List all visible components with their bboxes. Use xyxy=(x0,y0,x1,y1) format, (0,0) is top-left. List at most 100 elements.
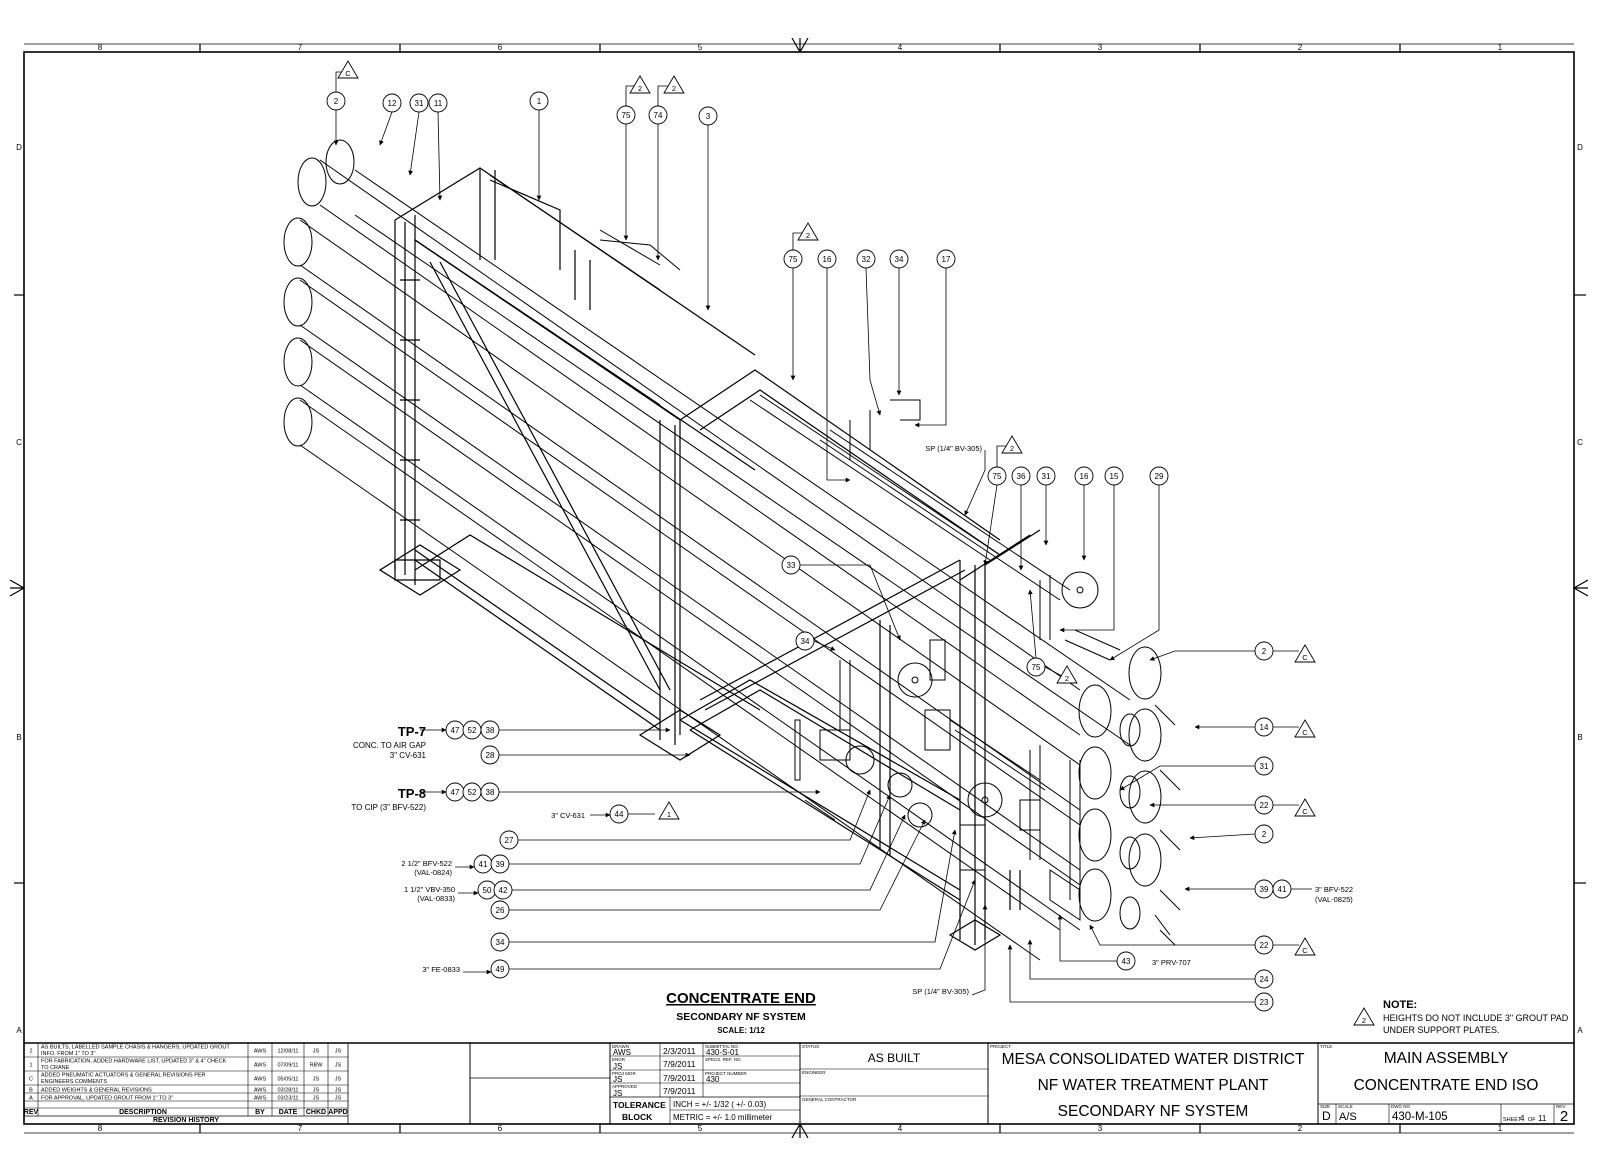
dwg-no: 430-M-105 xyxy=(1392,1111,1448,1123)
zone-col-label: 2 xyxy=(1298,1124,1303,1133)
item-balloon: 75 xyxy=(783,249,803,269)
zone-col-label: 3 xyxy=(1098,1124,1103,1133)
tp8-line1: TO CIP (3" BFV-522) xyxy=(351,803,426,812)
engr-label: ENGR xyxy=(612,1057,626,1062)
item-balloon: 24 xyxy=(1254,969,1274,989)
item-balloon: 26 xyxy=(490,900,510,920)
balloon-number: 31 xyxy=(1042,472,1051,481)
rev-desc-line1: AS BUILTS, LABELLED SAMPLE CHASIS & HANG… xyxy=(41,1045,230,1051)
drawn-by: AWS xyxy=(613,1048,631,1057)
balloon-number: 34 xyxy=(801,637,810,646)
callout-note-text: 3" BFV-522 xyxy=(1315,885,1353,894)
item-balloon: 75 xyxy=(1026,657,1046,677)
item-balloon: 17 xyxy=(936,249,956,269)
sheet-label: SHEET xyxy=(1503,1117,1522,1123)
rev-desc-line1: ADDED PNEUMATIC ACTUATORS & GENERAL REVI… xyxy=(41,1073,206,1079)
balloon-number: 75 xyxy=(789,255,798,264)
project-number-label: PROJECT NUMBER xyxy=(705,1071,747,1076)
view-subtitle: SECONDARY NF SYSTEM xyxy=(676,1011,806,1023)
note-line2: UNDER SUPPORT PLATES. xyxy=(1383,1025,1500,1035)
rev-appd-cell: JS xyxy=(335,1063,342,1069)
zone-col-label: 6 xyxy=(498,43,503,52)
view-scale: SCALE: 1/12 xyxy=(717,1026,765,1035)
iso-assembly-drawing xyxy=(283,139,1181,961)
revision-triangle-label: 2 xyxy=(638,84,642,93)
rev-cell: 2 xyxy=(29,1049,32,1055)
item-balloon: 34 xyxy=(490,932,510,952)
rev-appd-cell: JS xyxy=(335,1096,342,1102)
item-balloon: 38 xyxy=(480,720,500,740)
general-contractor-label: GENERAL CONTRACTOR xyxy=(802,1097,857,1102)
item-balloon: 11 xyxy=(428,93,448,113)
callout-note-text: SP (1/4" BV-305) xyxy=(925,444,982,453)
rev-label: REV xyxy=(1556,1104,1565,1109)
balloon-number: 12 xyxy=(388,99,397,108)
tp8-label: TP-8 xyxy=(398,786,426,801)
sheet-of-label: OF xyxy=(1528,1117,1536,1123)
zone-col-label: 7 xyxy=(298,1124,303,1133)
balloon-number: 1 xyxy=(537,97,542,106)
rev-cell: B xyxy=(29,1088,33,1094)
item-balloon: 27 xyxy=(499,830,519,850)
balloon-number: 41 xyxy=(479,860,488,869)
project-line3: SECONDARY NF SYSTEM xyxy=(1058,1103,1249,1120)
callout-note-text: 3" CV-631 xyxy=(551,811,585,820)
rev-desc-line2: TO CRANE xyxy=(41,1065,70,1071)
balloon-number: 50 xyxy=(483,886,492,895)
zone-row-label: B xyxy=(1577,733,1582,742)
submittal-label: SUBMITTAL NO. xyxy=(705,1044,739,1049)
rev-value: 2 xyxy=(1560,1108,1568,1125)
balloon-number: 39 xyxy=(496,860,505,869)
projmgr-date: 7/9/2011 xyxy=(663,1073,696,1083)
border-zone-labels: 8 7 6 5 4 3 2 1 8 7 6 5 4 3 2 1 D C B A … xyxy=(16,43,1583,1133)
callout-note-text: (VAL-0825) xyxy=(1315,895,1353,904)
item-balloon: 12 xyxy=(382,93,402,113)
rev-chkd-cell: JS xyxy=(313,1077,320,1083)
rev-cell: 1 xyxy=(29,1063,32,1069)
rev-by-cell: AWS xyxy=(254,1077,267,1083)
status-block: STATUS AS BUILT ENGINEER GENERAL CONTRAC… xyxy=(802,1044,921,1102)
revision-triangle-label: C xyxy=(1302,807,1308,816)
rev-header-appd: APPD xyxy=(328,1109,347,1116)
tp8-label-group: TP-8 TO CIP (3" BFV-522) xyxy=(351,786,426,812)
rev-appd-cell: JS xyxy=(335,1077,342,1083)
balloon-number: 49 xyxy=(496,965,505,974)
item-balloon: 39 xyxy=(490,854,510,874)
rev-date-cell: 12/08/11 xyxy=(277,1049,298,1055)
callout-note-text: 2 1/2" BFV-522 xyxy=(401,859,452,868)
item-balloon: 39 xyxy=(1254,879,1274,899)
title-line2: CONCENTRATE END ISO xyxy=(1354,1077,1539,1094)
item-balloon: 44 xyxy=(609,804,629,824)
revision-triangle-icon: C xyxy=(1294,719,1316,738)
tp7-line2: 3" CV-631 xyxy=(390,751,427,760)
balloon-number: 42 xyxy=(499,886,508,895)
callout-note-text: 3" PRV-707 xyxy=(1152,958,1191,967)
revision-triangle-label: C xyxy=(1302,946,1308,955)
title-label: TITLE xyxy=(1320,1044,1332,1049)
rev-appd-cell: JS xyxy=(335,1088,342,1094)
callout-note-text: (VAL-0824) xyxy=(414,868,452,877)
note-line1: HEIGHTS DO NOT INCLUDE 3" GROUT PAD xyxy=(1383,1013,1569,1023)
balloon-number: 27 xyxy=(505,836,514,845)
item-balloon: 23 xyxy=(1254,992,1274,1012)
project-label: PROJECT xyxy=(990,1044,1011,1049)
scale-label: SCALE xyxy=(1338,1104,1353,1109)
engineer-label: ENGINEER xyxy=(802,1070,826,1075)
revision-history-header: REV DESCRIPTION BY DATE CHKD APPD REVISI… xyxy=(24,1109,348,1124)
item-balloon: 31 xyxy=(1036,466,1056,486)
balloon-number: 14 xyxy=(1260,723,1269,732)
tolerance-inch: INCH = +/- 1/32 ( +/- 0.03) xyxy=(673,1100,766,1109)
zone-col-label: 4 xyxy=(898,1124,903,1133)
item-balloon: 50 xyxy=(477,880,497,900)
callout-note-text: SP (1/4" BV-305) xyxy=(912,987,969,996)
zone-col-label: 6 xyxy=(498,1124,503,1133)
approved-label: APPROVED xyxy=(612,1084,638,1089)
revision-row: 2 AS BUILTS, LABELLED SAMPLE CHASIS & HAN… xyxy=(29,1045,341,1058)
item-balloon: 31 xyxy=(1254,756,1274,776)
item-balloon: 49 xyxy=(490,959,510,979)
item-balloon: 74 xyxy=(648,105,668,125)
item-balloon: 34 xyxy=(795,631,815,651)
